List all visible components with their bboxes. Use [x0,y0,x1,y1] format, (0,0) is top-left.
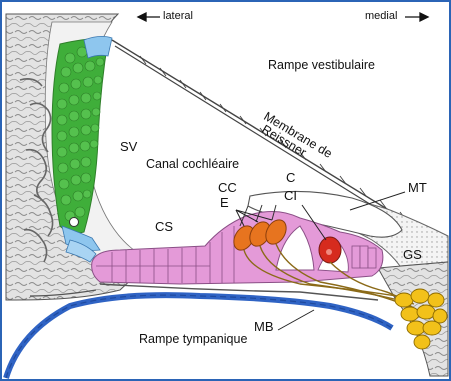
cce-label-line2: E [220,196,229,209]
cs-label: CS [155,220,173,233]
cci-label-line1: C [286,171,295,184]
canal-cochleaire-label: Canal cochléaire [146,158,239,171]
cci-label-line2: CI [284,189,297,202]
rampe-tympanique-label: Rampe tympanique [139,333,247,346]
mb-label: MB [254,320,274,333]
mt-label: MT [408,181,427,194]
gs-label: GS [403,248,422,261]
cce-label-line1: CC [218,181,237,194]
sv-label: SV [120,140,137,153]
stria-blue-top [84,36,112,58]
rampe-vestibulaire-label: Rampe vestibulaire [268,59,375,72]
lateral-label: lateral [163,11,193,22]
medial-label: medial [365,11,397,22]
